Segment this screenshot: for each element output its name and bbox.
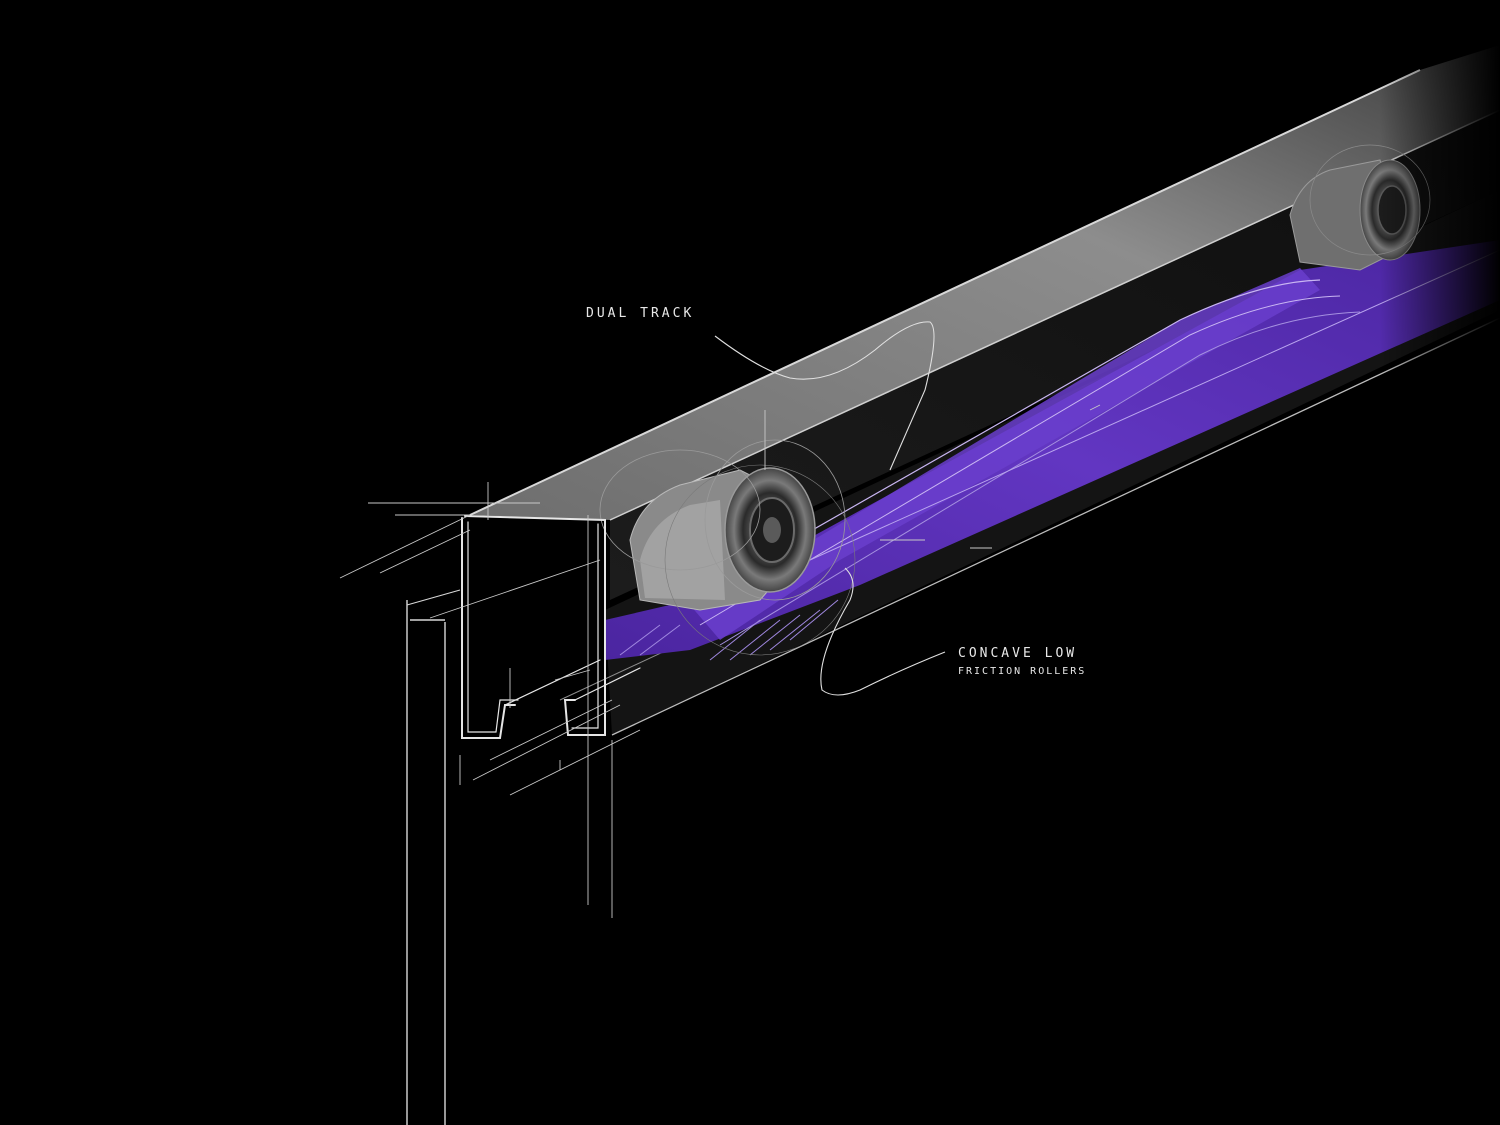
annotation-concave-line1: CONCAVE LOW	[958, 646, 1078, 661]
track-rail-upper	[690, 268, 1320, 640]
roller-assembly-near	[599, 439, 856, 656]
profile-cross-section	[461, 515, 641, 739]
leader-line-dual-track	[714, 321, 935, 471]
dual-track	[605, 240, 1500, 661]
door-panel	[406, 589, 461, 1125]
annotation-dual-track: DUAL TRACK	[586, 306, 695, 321]
leader-line-concave-rollers	[820, 567, 946, 696]
annotation-concave-line2: FRICTION ROLLERS	[958, 666, 1087, 677]
construction-lines	[339, 404, 1101, 918]
housing-top-face	[470, 45, 1500, 520]
roller-wheel-icon	[724, 467, 816, 593]
housing-inner-wall	[610, 110, 1500, 600]
